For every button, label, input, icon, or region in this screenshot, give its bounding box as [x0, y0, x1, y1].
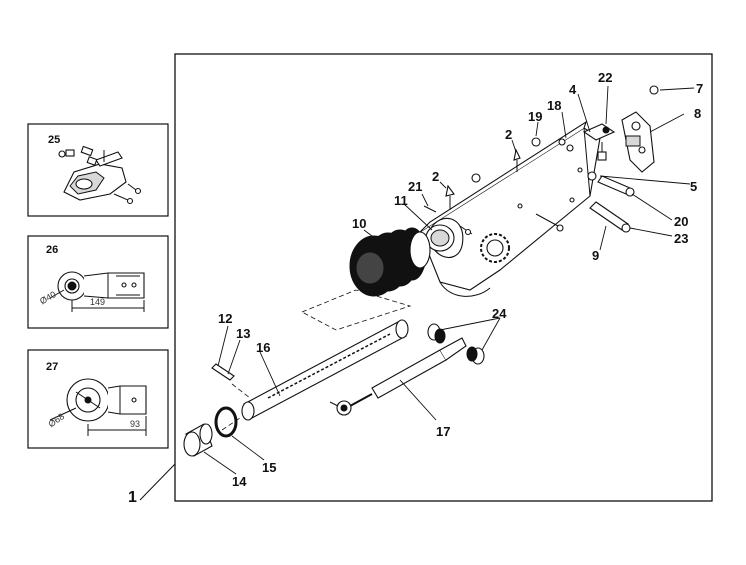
drawbar-eye-68-drawing: [49, 378, 147, 436]
label-2a: 2: [505, 127, 512, 142]
label-15: 15: [262, 460, 276, 475]
label-24: 24: [492, 306, 507, 321]
nut-19: [531, 137, 541, 147]
leader-1: [139, 463, 176, 501]
nut-18b: [566, 144, 574, 152]
label-16: 16: [256, 340, 270, 355]
hitch-housing: [419, 120, 601, 297]
bushings: [427, 323, 485, 365]
coupling-head-drawing: [58, 145, 142, 205]
drawbar-tube: [241, 319, 409, 421]
inset-27-frame: [27, 349, 169, 449]
label-22: 22: [598, 70, 612, 85]
label-4: 4: [569, 82, 577, 97]
label-19: 19: [528, 109, 542, 124]
label-2b: 2: [432, 169, 439, 184]
construction-lines: [221, 289, 412, 431]
top-plate: [582, 123, 616, 161]
label-11: 11: [394, 193, 408, 208]
ring-15: [214, 406, 238, 438]
label-9: 9: [592, 248, 599, 263]
label-17: 17: [436, 424, 450, 439]
label-13: 13: [236, 326, 250, 341]
label-27: 27: [46, 361, 58, 373]
drawbar-eye-40-drawing: [49, 271, 145, 312]
leader-lines: [203, 85, 695, 475]
nut-7: [649, 85, 659, 95]
bolts-2: [445, 148, 521, 210]
label-18: 18: [547, 98, 561, 113]
label-7: 7: [696, 81, 703, 96]
bolts-group: [535, 171, 635, 233]
label-26: 26: [46, 244, 58, 256]
label-14: 14: [232, 474, 247, 489]
inset-26-frame: [27, 235, 169, 329]
label-23: 23: [674, 231, 688, 246]
label-12: 12: [218, 311, 232, 326]
label-8: 8: [694, 106, 701, 121]
pin-21: [423, 205, 473, 236]
label-25: 25: [48, 134, 60, 146]
dimension-27-length: 93: [130, 419, 140, 429]
dimension-26-diameter: Ø40: [38, 289, 58, 306]
pin-12-13: [211, 363, 235, 381]
label-20: 20: [674, 214, 688, 229]
label-5: 5: [690, 179, 697, 194]
damper: [329, 337, 467, 416]
main-assembly-frame: [174, 53, 713, 502]
label-21: 21: [408, 179, 422, 194]
bellows-boot: [349, 227, 431, 297]
inset-25-frame: [27, 123, 169, 217]
bushing-14: [183, 423, 213, 457]
gear-wheel: [480, 233, 510, 263]
nut-18a: [558, 138, 566, 146]
label-10: 10: [352, 216, 366, 231]
label-1: 1: [128, 489, 137, 506]
dimension-26-length: 149: [90, 297, 105, 307]
bracket-plate: [621, 111, 655, 173]
